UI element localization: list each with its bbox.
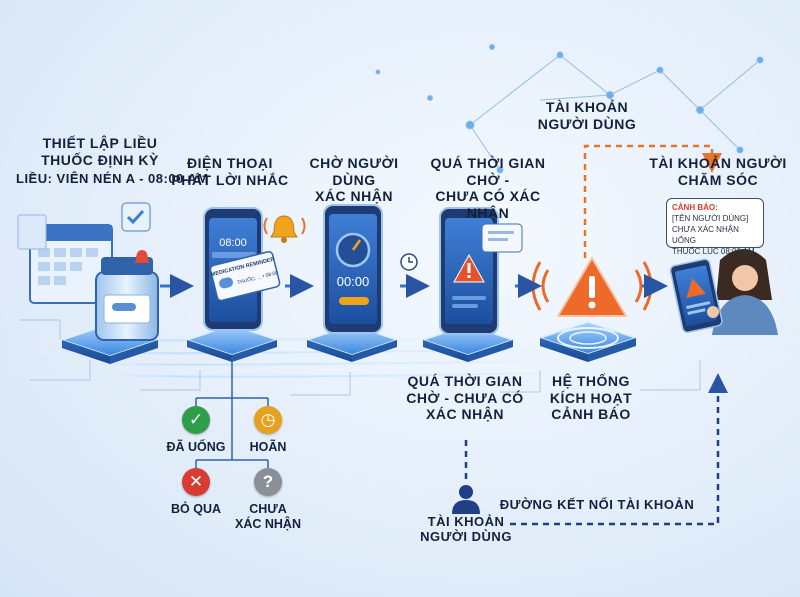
network-decoration: [375, 44, 764, 174]
x-icon: ✕: [182, 468, 210, 496]
check-icon: ✓: [182, 406, 210, 434]
user-account-top-label: TÀI KHOẢN NGƯỜI DÙNG: [537, 99, 637, 132]
caregiver-illustration: [669, 249, 778, 335]
step1-subtitle: LIỀU: VIÊN NÉN A - 08:00 AM: [16, 171, 209, 186]
option-skip: ✕ BỎ QUA: [156, 468, 236, 517]
calendar-bottle-illustration: [17, 202, 159, 341]
circuit-lines: [20, 319, 701, 396]
orange-dashed-link: [583, 144, 722, 258]
alert-triangle-illustration: [531, 257, 653, 317]
clock-icon: ◷: [254, 406, 282, 434]
phone-reminder-illustration: 08:00 MEDICATION REMINDER THUỐC: ... • 0…: [203, 207, 306, 331]
phone-timer-illustration: 00:00: [323, 204, 383, 334]
step5-title: HỆ THỐNG KÍCH HOẠT CẢNH BÁO: [549, 373, 633, 423]
option-snooze: ◷ HOÃN: [228, 406, 308, 455]
option-unconfirmed-label: CHƯA XÁC NHẬN: [235, 502, 301, 531]
question-icon: ?: [254, 468, 282, 496]
option-skip-label: BỎ QUA: [171, 502, 221, 516]
phone2-time: 08:00: [219, 237, 247, 249]
step2-title: ĐIỆN THOẠI PHÁT LỜI NHẮC: [171, 155, 289, 188]
caregiver-title: TÀI KHOẢN NGƯỜI CHĂM SÓC: [649, 155, 787, 188]
step4-title: QUÁ THỜI GIAN CHỜ - CHƯA CÓ XÁC NHẬN: [430, 155, 546, 221]
phone3-time: 00:00: [337, 274, 370, 289]
step1-title: THIẾT LẬP LIỀU THUỐC ĐỊNH KỲ: [41, 135, 159, 168]
option-snooze-label: HOÃN: [249, 440, 287, 454]
navy-dashed-link: [464, 373, 728, 526]
timeout-label: QUÁ THỜI GIAN CHỜ - CHƯA CÓ XÁC NHẬN: [406, 373, 524, 423]
option-taken-label: ĐÃ UỐNG: [166, 440, 226, 454]
phone-warning-illustration: [439, 207, 523, 335]
user-account-bottom-label: TÀI KHOẢN NGƯỜI DÙNG: [420, 514, 512, 545]
step3-title: CHỜ NGƯỜI DÙNG XÁC NHẬN: [309, 155, 399, 205]
warning-body: [TÊN NGƯỜI DÙNG] CHƯA XÁC NHẬN UỐNG THUỐ…: [672, 214, 755, 256]
connection-label: ĐƯỜNG KẾT NỐI TÀI KHOẢN: [499, 497, 695, 512]
option-taken: ✓ ĐÃ UỐNG: [156, 406, 236, 455]
warning-message-box: CẢNH BÁO: [TÊN NGƯỜI DÙNG] CHƯA XÁC NHẬN…: [666, 198, 764, 256]
option-unconfirmed: ? CHƯA XÁC NHẬN: [228, 468, 308, 532]
warning-heading: CẢNH BÁO:: [672, 203, 718, 212]
clock-icon: [400, 253, 418, 271]
user-person-icon: [452, 485, 480, 514]
